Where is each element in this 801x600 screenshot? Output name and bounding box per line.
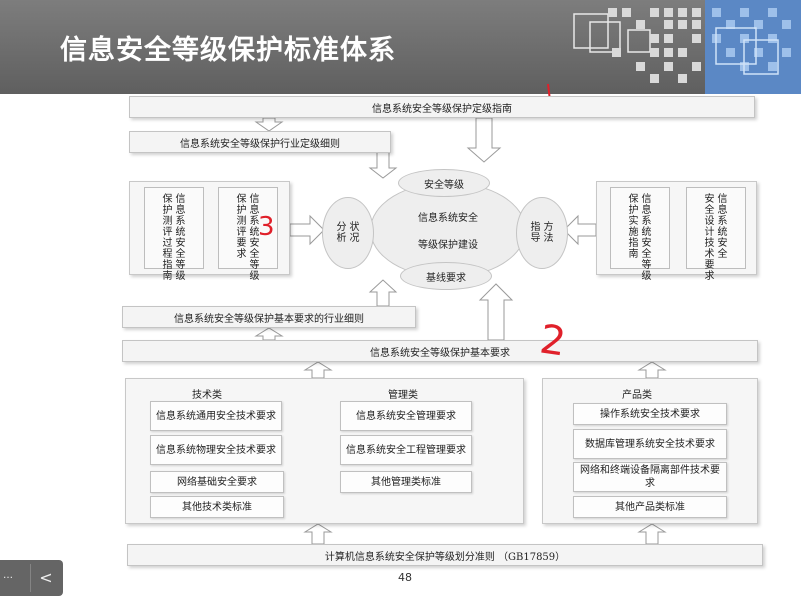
tech-item: 其他技术类标准: [150, 496, 284, 518]
vertical-text-col: 信息系统安全等级: [175, 194, 186, 282]
product-item: 其他产品类标准: [573, 496, 727, 518]
vertical-text-col: 信息系统安全等级: [641, 194, 652, 282]
vertical-text-col: 信息系统安全等级: [249, 194, 260, 282]
product-item: 操作系统安全技术要求: [573, 403, 727, 425]
vertical-text-col: 保护测评要求: [236, 194, 247, 260]
previous-slide-button[interactable]: <: [30, 564, 61, 592]
tech-category-title: 技术类: [192, 390, 222, 401]
security-level-oval: 安全等级: [398, 169, 490, 197]
header-decoration: [573, 8, 791, 83]
page-number: 48: [398, 571, 412, 584]
product-item: 网络和终端设备隔离部件技术要求: [573, 462, 727, 492]
vertical-text-col: 安全设计技术要求: [704, 194, 715, 282]
mgmt-item: 其他管理类标准: [340, 471, 472, 493]
method-guidance-oval: 方法 指导: [516, 197, 568, 269]
mgmt-item: 信息系统安全工程管理要求: [340, 435, 472, 465]
status-analysis-oval: 状况 分析: [322, 197, 374, 269]
gb17859-bar: 计算机信息系统安全保护等级划分准则 （GB17859）: [127, 544, 763, 566]
tech-item: 网络基础安全要求: [150, 471, 284, 493]
vertical-text-col: 状况: [349, 222, 360, 244]
industry-basic-requirements-bar: 信息系统安全等级保护基本要求的行业细则: [122, 306, 416, 328]
industry-grading-bar: 信息系统安全等级保护行业定级细则: [129, 131, 391, 153]
chevron-left-icon: <: [39, 568, 53, 587]
evaluation-requirements: 信息系统安全等级 保护测评要求: [218, 187, 278, 282]
center-main-line1: 信息系统安全: [418, 213, 478, 224]
product-category-title: 产品类: [622, 390, 652, 401]
handwritten-mark-3: 3: [258, 212, 275, 242]
vertical-text-col: 保护测评过程指南: [162, 194, 173, 282]
product-item: 数据库管理系统安全技术要求: [573, 429, 727, 459]
vertical-text-col: 指导: [530, 222, 541, 244]
basic-requirements-bar: 信息系统安全等级保护基本要求: [122, 340, 758, 362]
slideshow-nav: … <: [0, 560, 63, 596]
truncated-label: …: [3, 570, 13, 581]
design-requirements: 信息系统安全 安全设计技术要求: [686, 187, 746, 282]
slide-title: 信息安全等级保护标准体系: [60, 35, 396, 66]
tech-item: 信息系统物理安全技术要求: [150, 435, 282, 465]
vertical-text-col: 信息系统安全: [717, 194, 728, 260]
vertical-text-col: 保护实施指南: [628, 194, 639, 260]
slide-header: 信息安全等级保护标准体系: [0, 0, 801, 94]
mgmt-category-title: 管理类: [388, 390, 418, 401]
grading-guide-bar: 信息系统安全等级保护定级指南: [129, 96, 755, 118]
mgmt-item: 信息系统安全管理要求: [340, 401, 472, 431]
center-main-line2: 等级保护建设: [418, 240, 478, 251]
vertical-text-col: 方法: [543, 222, 554, 244]
vertical-text-col: 分析: [336, 222, 347, 244]
baseline-oval: 基线要求: [400, 262, 492, 290]
tech-item: 信息系统通用安全技术要求: [150, 401, 282, 431]
implementation-guide: 信息系统安全等级 保护实施指南: [610, 187, 670, 282]
evaluation-process-guide: 信息系统安全等级 保护测评过程指南: [144, 187, 204, 282]
